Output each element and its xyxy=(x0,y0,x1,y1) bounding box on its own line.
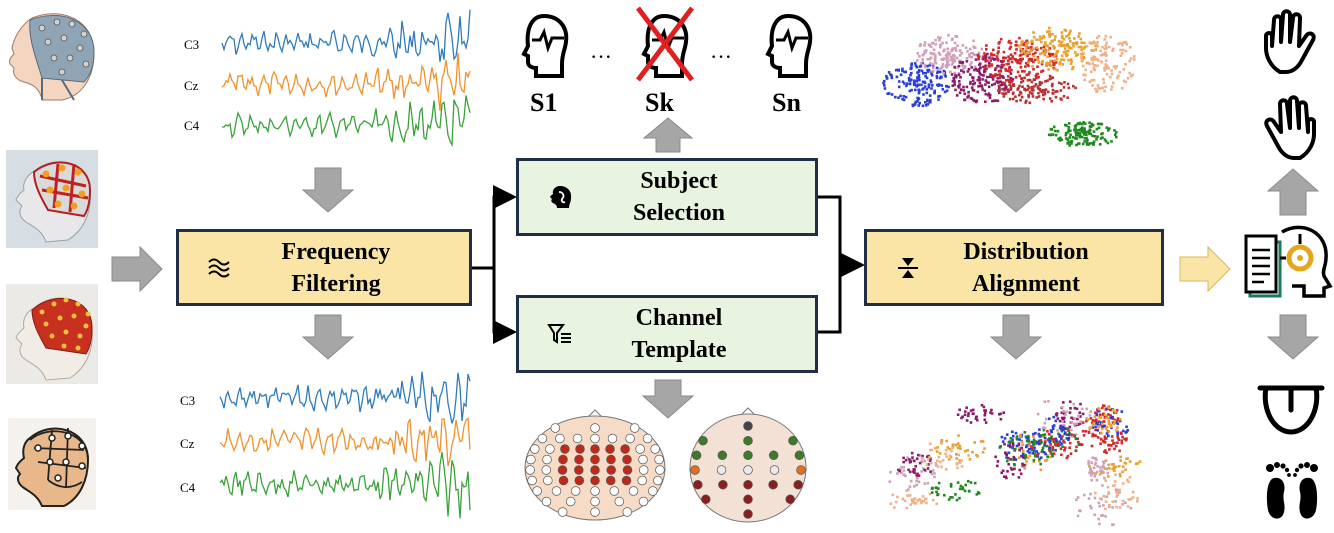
c4-trace xyxy=(221,95,471,148)
subject-label-sk: Sk xyxy=(645,88,674,117)
align-center-icon xyxy=(898,257,918,278)
top-channel-label-cz: Cz xyxy=(184,78,199,93)
down-arrow-channel xyxy=(641,379,695,419)
filtered-eeg-waveforms xyxy=(219,371,471,519)
tsne-before-alignment-icon xyxy=(882,26,1136,147)
bottom-channel-label-c3: C3 xyxy=(180,393,196,408)
down-arrow-da-top xyxy=(989,167,1043,213)
subject-head-s1-icon xyxy=(522,14,569,78)
subject-selection-box: Subject Selection xyxy=(516,158,818,236)
excluded-cross-icon xyxy=(636,6,694,82)
up-arrow-subject xyxy=(642,117,694,153)
electrode-map-10-10-icon xyxy=(524,409,666,521)
subject-selection-line1: Subject xyxy=(640,168,718,194)
cz-trace xyxy=(219,416,471,467)
input-arrow xyxy=(111,245,163,293)
frequency-filtering-line1: Frequency xyxy=(281,238,391,265)
eeg-cap-photo-icon xyxy=(6,150,98,248)
frequency-filtering-box: Frequency Filtering xyxy=(176,229,472,306)
c3-trace xyxy=(221,9,471,62)
frequency-filtering-line2: Filtering xyxy=(291,270,381,297)
feet-icon xyxy=(1266,462,1318,519)
down-arrow-da-bottom xyxy=(989,314,1043,360)
distribution-alignment-line2: Alignment xyxy=(971,270,1080,297)
ellipsis-left: ··· xyxy=(590,44,612,69)
wave-filter-icon xyxy=(208,258,230,277)
left-hand-icon xyxy=(1264,9,1316,74)
distribution-alignment-line1: Distribution xyxy=(963,238,1089,265)
subject-label-s1: S1 xyxy=(530,88,558,117)
electrode-map-10-20-icon xyxy=(689,407,807,523)
distribution-alignment-box: Distribution Alignment xyxy=(864,229,1164,306)
down-arrow-top-left xyxy=(301,167,355,213)
eeg-cap-head-icon xyxy=(9,13,95,101)
subject-label-sn: Sn xyxy=(772,88,801,117)
up-arrow-output xyxy=(1266,168,1320,216)
c3-trace xyxy=(219,371,471,424)
c4-trace xyxy=(219,452,471,519)
bottom-channel-label-cz: Cz xyxy=(180,436,195,451)
subject-heads: ··· ··· xyxy=(522,6,813,82)
down-arrow-bottom-left xyxy=(301,314,355,360)
top-channel-label-c3: C3 xyxy=(184,37,200,52)
raw-eeg-waveforms xyxy=(221,9,471,148)
output-arrow xyxy=(1179,245,1231,293)
channel-template-line1: Channel xyxy=(635,305,723,331)
down-arrow-output xyxy=(1266,314,1320,360)
cz-trace xyxy=(221,52,471,111)
top-channel-label-c4: C4 xyxy=(184,118,200,133)
brain-report-icon xyxy=(1244,225,1333,298)
ellipsis-right: ··· xyxy=(710,44,732,69)
head-profile-icon xyxy=(550,186,572,208)
bottom-channel-label-c4: C4 xyxy=(180,480,196,495)
branch-connectors xyxy=(470,185,865,344)
right-hand-icon xyxy=(1264,95,1316,160)
tsne-after-alignment-icon xyxy=(888,399,1142,526)
subject-selection-line2: Selection xyxy=(633,200,725,226)
eeg-sketch-icon xyxy=(8,418,96,510)
tongue-icon xyxy=(1257,385,1325,435)
subject-head-sn-icon xyxy=(766,14,813,78)
eeg-cap-red-icon xyxy=(6,284,98,384)
channel-template-box: Channel Template xyxy=(516,295,818,373)
channel-template-line2: Template xyxy=(631,337,727,363)
filter-list-icon xyxy=(547,324,571,344)
